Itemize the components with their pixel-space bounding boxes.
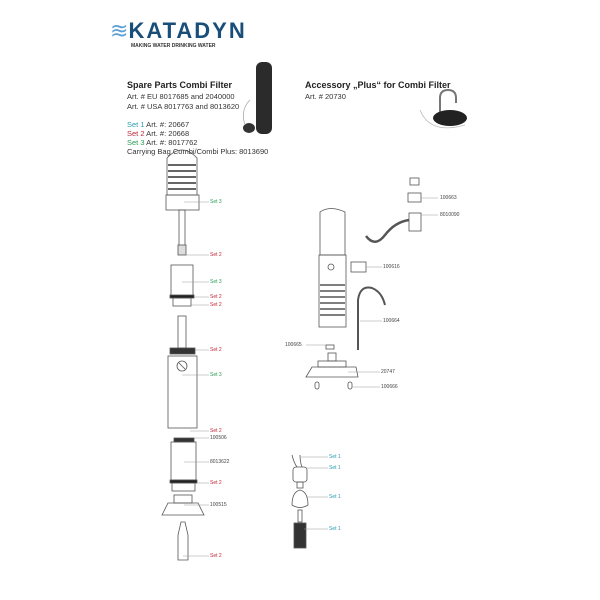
label-set2: Set 2 — [210, 480, 222, 486]
pre-filter-cartridge — [169, 264, 195, 307]
label-set1: Set 1 — [329, 454, 341, 460]
label-part: 100666 — [381, 384, 398, 390]
label-set2: Set 2 — [210, 252, 222, 258]
faucet-base — [305, 344, 359, 390]
set3-line: Set 3 Art. #: 8017762 — [127, 138, 198, 147]
base-cap — [161, 494, 205, 516]
label-set1: Set 1 — [329, 526, 341, 532]
label-part: 100663 — [440, 195, 457, 201]
label-set2: Set 2 — [210, 428, 222, 434]
bag-line: Carrying Bag Combi/Combi Plus: 8013690 — [127, 147, 269, 156]
label-set1: Set 1 — [329, 465, 341, 471]
logo-tagline: MAKING WATER DRINKING WATER — [131, 43, 216, 49]
adapter-valve — [365, 177, 422, 243]
ceramic-element — [169, 437, 198, 492]
label-set2: Set 2 — [210, 347, 222, 353]
hose-prefilter — [291, 454, 309, 549]
label-set2: Set 2 — [210, 302, 222, 308]
faucet-spout — [357, 286, 386, 350]
label-part: 100665 — [285, 342, 302, 348]
label-set3: Set 3 — [210, 372, 222, 378]
label-set1: Set 1 — [329, 494, 341, 500]
accessory-title: Accessory „Plus“ for Combi Filter — [305, 80, 451, 90]
plus-filter — [318, 208, 347, 328]
spare-parts-title: Spare Parts Combi Filter — [127, 80, 233, 90]
filter-housing — [167, 315, 198, 429]
art-usa: Art. # USA 8017763 and 8013620 — [127, 102, 240, 111]
label-part: 100616 — [383, 264, 400, 270]
label-part: 8010090 — [440, 212, 460, 218]
label-set2: Set 2 — [210, 294, 222, 300]
label-part: 100515 — [210, 502, 227, 508]
set1-line: Set 1 Art. #: 20667 — [127, 120, 190, 129]
label-part: 100664 — [383, 318, 400, 324]
art-eu: Art. # EU 8017685 and 2040000 — [127, 92, 235, 101]
faucet-photo — [419, 88, 467, 129]
filter-head — [165, 149, 200, 256]
label-part: 100506 — [210, 435, 227, 441]
label-set2: Set 2 — [210, 553, 222, 559]
label-set3: Set 3 — [210, 199, 222, 205]
set2-line: Set 2 Art. #: 20668 — [127, 129, 190, 138]
katadyn-logo: ≋KATADYN — [110, 18, 247, 43]
combi-filter-photo — [242, 62, 272, 134]
label-part: 8013622 — [210, 459, 230, 465]
waves-icon: ≋ — [110, 18, 129, 43]
accessory-art: Art. # 20730 — [305, 92, 346, 101]
label-set3: Set 3 — [210, 279, 222, 285]
hose-connector — [350, 261, 367, 273]
label-part: 20747 — [381, 369, 395, 375]
tube-part — [177, 521, 189, 561]
